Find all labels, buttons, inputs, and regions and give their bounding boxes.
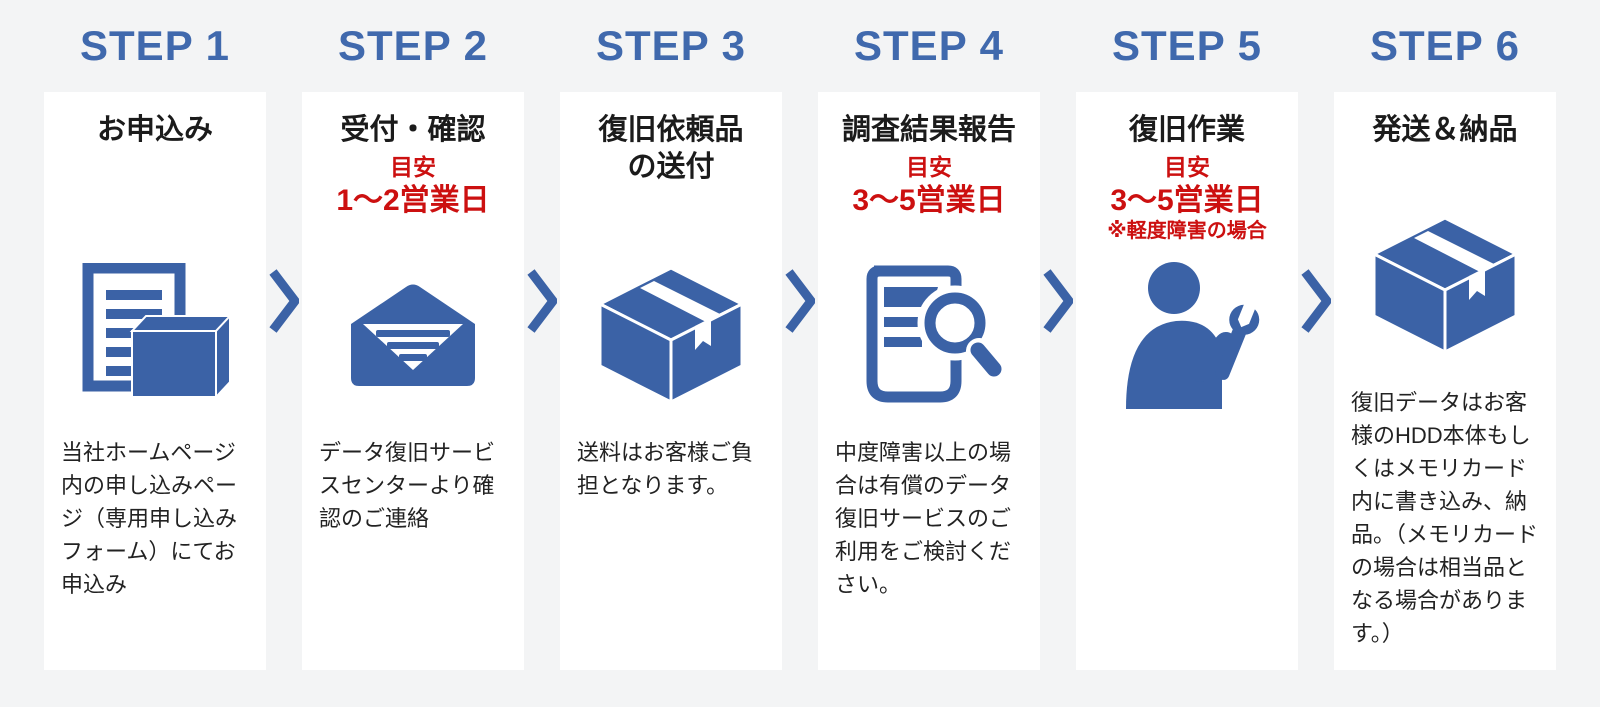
step-4-header: 調査結果報告 目安 3～5営業日 [833,112,1025,252]
estimate-value: 1～2営業日 [336,183,490,217]
step-3-label: STEP 3 [596,22,746,69]
step-column-1: STEP 1 お申込み [44,0,266,707]
arrow-4 [1040,0,1076,707]
step-1-icon-area [59,252,251,420]
step-2-label: STEP 2 [338,22,488,69]
package-box-icon [1370,214,1520,359]
step-title: 調査結果報告 [841,114,1016,146]
step-4-card: 調査結果報告 目安 3～5営業日 [818,92,1040,670]
step-description: 復旧データはお客様のHDD本体もしくはメモリカード内に書き込み、納品。（メモリカ… [1351,390,1539,646]
step-6-card: 発送＆納品 復旧データはお客様のHDD本体もしくはメモリカード内に書き込み、納品… [1334,92,1556,670]
step-1-header: お申込み [59,112,251,252]
step-column-5: STEP 5 復旧作業 目安 3～5営業日 ※軽度障害の場合 [1076,0,1298,707]
step-5-label: STEP 5 [1112,22,1262,69]
step-title: 受付・確認 [340,114,486,146]
step-5-card: 復旧作業 目安 3～5営業日 ※軽度障害の場合 [1076,92,1298,670]
step-1-card: お申込み 当社ホームページ内の申 [44,92,266,670]
step-description: データ復旧サービスセンターより確認のご連絡 [319,440,496,531]
worker-wrench-icon [1112,259,1262,414]
arrow-3 [782,0,818,707]
arrow-2 [524,0,560,707]
step-3-card: 復旧依頼品 の送付 送料はお客様ご負担となります。 [560,92,782,670]
arrow-5 [1298,0,1334,707]
estimate-value: 3～5営業日 [852,183,1006,217]
application-document-hdd-icon [79,262,233,410]
step-title: 復旧依頼品 の送付 [598,114,744,184]
step-column-4: STEP 4 調査結果報告 目安 3～5営業日 [818,0,1040,707]
estimate-label: 目安 [1164,154,1210,181]
estimate-label: 目安 [390,154,436,181]
step-title: 復旧作業 [1128,114,1245,146]
step-2-icon-area [317,252,509,420]
step-description: 送料はお客様ご負担となります。 [577,440,754,498]
step-2-header: 受付・確認 目安 1～2営業日 [317,112,509,252]
step-4-icon-area [833,252,1025,420]
estimate-value: 3～5営業日 [1110,183,1264,217]
step-description: 中度障害以上の場合は有償のデータ復旧サービスのご利用をご検討ください。 [835,440,1012,597]
step-title: お申込み [96,114,213,146]
step-2-card: 受付・確認 目安 1～2営業日 データ復旧サービスセンターより確認のご連絡 [302,92,524,670]
step-description: 当社ホームページ内の申し込みページ（専用申し込みフォーム）にてお申込み [61,440,238,597]
step-1-label: STEP 1 [80,22,230,69]
estimate-label: 目安 [906,154,952,181]
step-column-6: STEP 6 発送＆納品 復旧データはお客様のHDD本体もしくはメモリカード内に… [1334,0,1556,707]
envelope-icon [343,278,483,395]
step-6-icon-area [1349,202,1541,370]
chevron-right-icon [1301,268,1332,339]
chevron-right-icon [785,268,816,339]
step-title: 発送＆納品 [1372,114,1518,146]
chevron-right-icon [269,268,300,339]
step-4-label: STEP 4 [854,22,1004,69]
step-column-3: STEP 3 復旧依頼品 の送付 送料はお客様ご負担となります。 [560,0,782,707]
step-3-icon-area [575,252,767,420]
step-5-header: 復旧作業 目安 3～5営業日 ※軽度障害の場合 [1091,112,1283,252]
step-column-2: STEP 2 受付・確認 目安 1～2営業日 データ復旧サービス [302,0,524,707]
step-5-icon-area [1091,252,1283,420]
step-6-label: STEP 6 [1370,22,1520,69]
chevron-right-icon [1043,268,1074,339]
report-magnifier-icon [854,259,1009,414]
arrow-1 [266,0,302,707]
step-3-header: 復旧依頼品 の送付 [575,112,767,252]
estimate-note: ※軽度障害の場合 [1107,220,1267,243]
step-6-header: 発送＆納品 [1349,112,1541,202]
package-box-icon [596,264,746,409]
chevron-right-icon [527,268,558,339]
